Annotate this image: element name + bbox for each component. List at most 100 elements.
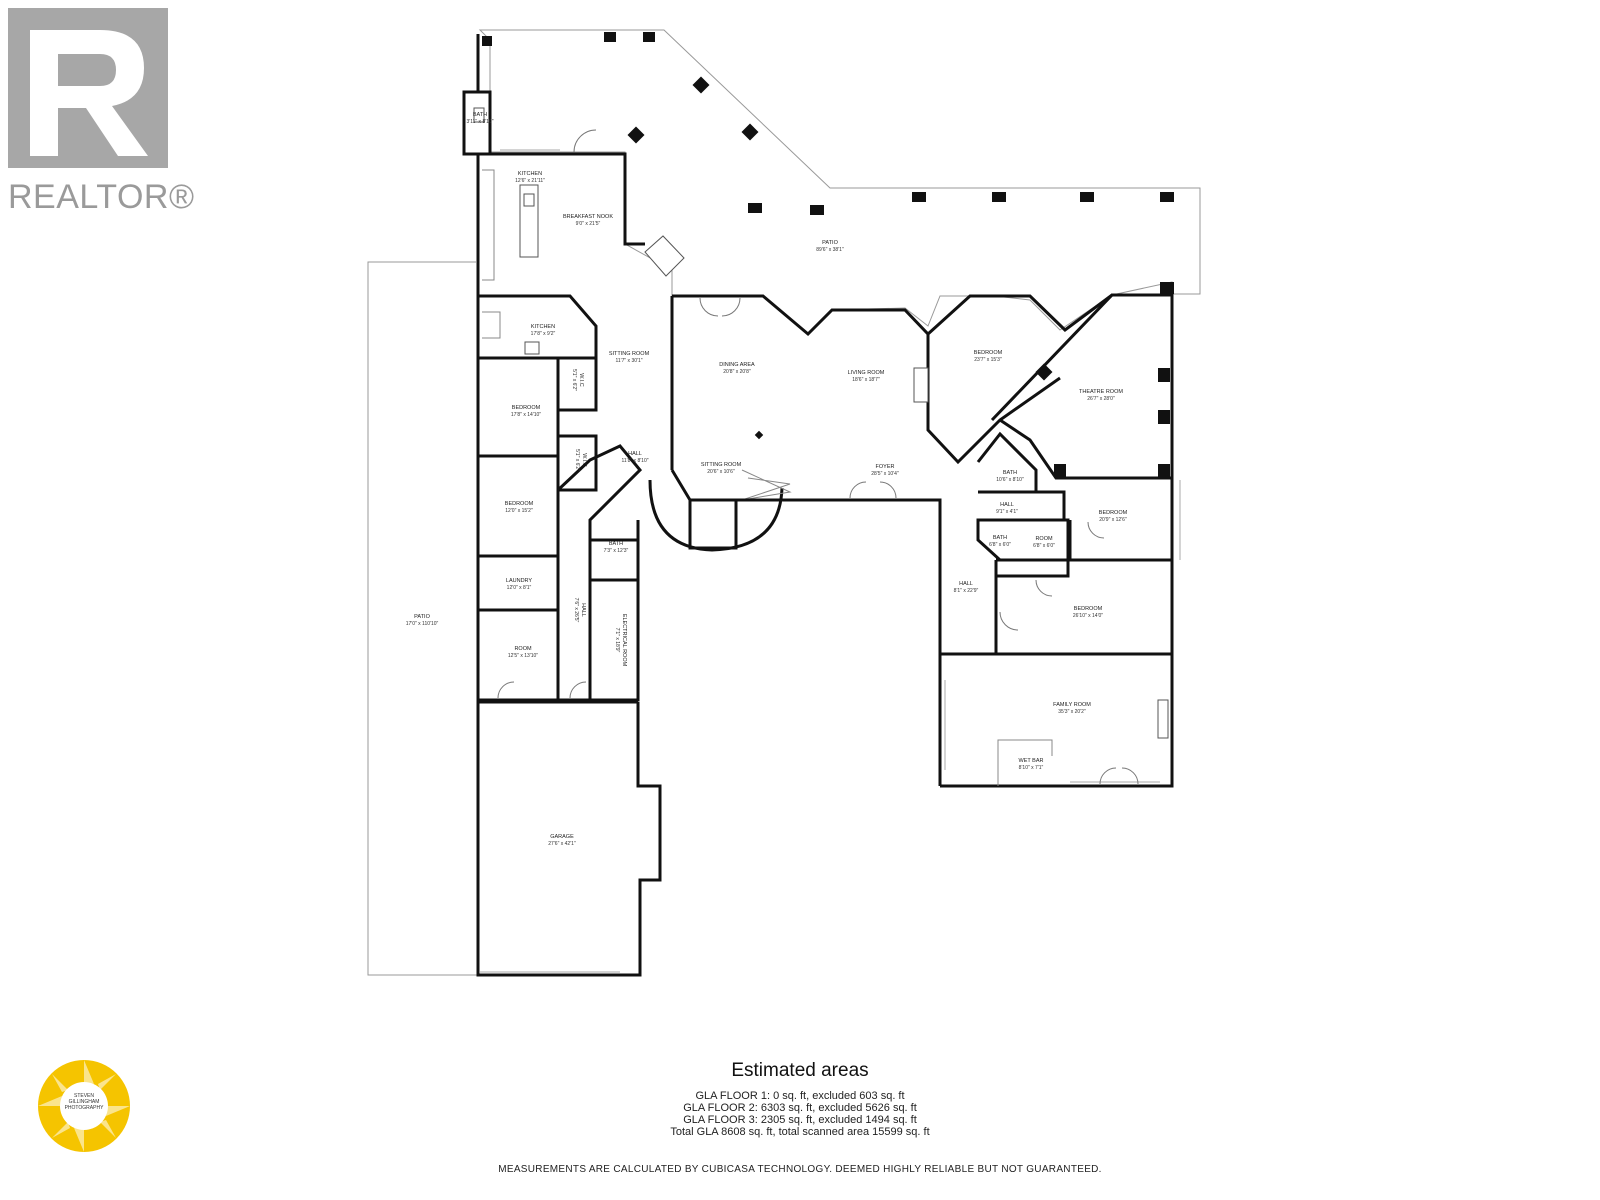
room-name: FOYER <box>876 464 895 470</box>
realtor-r-glyph <box>8 8 168 168</box>
wet-bar-counter <box>997 739 1053 786</box>
room-name: FAMILY ROOM <box>1053 702 1091 708</box>
room-name: PATIO <box>822 240 838 246</box>
room-dimension: 17'0" x 110'10" <box>406 621 439 627</box>
room-dimension: 18'6" x 18'7" <box>852 377 880 383</box>
room-dimension: 5'1" x 6'2" <box>571 369 577 391</box>
room-name: BEDROOM <box>512 405 541 411</box>
pillar <box>1035 363 1053 381</box>
room-dimension: 26'10" x 14'0" <box>1073 613 1103 619</box>
toilet-icon <box>473 107 485 123</box>
hall-e-walls <box>976 490 1066 562</box>
room-name: HALL <box>1000 502 1014 508</box>
pillar <box>741 123 759 141</box>
realtor-mark-icon <box>8 8 168 168</box>
pillar <box>1054 464 1066 478</box>
stove-icon <box>524 341 540 355</box>
room-name: W.I.C <box>578 373 584 386</box>
room-name: KITCHEN <box>518 171 542 177</box>
door-swing <box>1035 579 1053 597</box>
door-swing <box>999 611 1019 631</box>
room-dimension: 35'3" x 20'2" <box>1058 709 1086 715</box>
room-dimension: 7'3" x 12'3" <box>604 548 629 554</box>
door-swing <box>569 681 587 699</box>
room-name: DINING AREA <box>719 362 755 368</box>
fireplace-corner-icon <box>644 235 685 277</box>
room-name: BEDROOM <box>505 501 534 507</box>
stair-curve <box>648 479 784 552</box>
pillar <box>643 32 655 42</box>
pillar <box>1158 464 1170 478</box>
room-dimension: 11'8" x 8'10" <box>621 458 648 464</box>
room-dimension: 20'9" x 12'6" <box>1099 517 1127 523</box>
room-dimension: 9'0" x 21'5" <box>576 221 601 227</box>
room-dimension: 7'6" x 26'5" <box>573 598 579 623</box>
room-name: BATH <box>473 112 487 118</box>
room-name: BEDROOM <box>1099 510 1128 516</box>
area-line: GLA FLOOR 2: 6303 sq. ft, excluded 5626 … <box>683 1102 917 1114</box>
photographer-name: STEVEN GILLINGHAM PHOTOGRAPHY <box>64 1093 104 1111</box>
room-dimension: 20'8" x 20'8" <box>723 369 751 375</box>
doors <box>497 129 1139 785</box>
estimated-areas: Estimated areas GLA FLOOR 1: 0 sq. ft, e… <box>560 1060 1040 1138</box>
kitchen-top-north-wall <box>478 152 645 246</box>
area-line: GLA FLOOR 3: 2305 sq. ft, excluded 1494 … <box>683 1114 917 1126</box>
hall-w-east-wall <box>556 444 643 702</box>
kitchen-sink-icon <box>523 193 535 207</box>
pillar <box>1080 192 1094 202</box>
room-labels: BATH 3'11" x 8'10" KITCHEN 12'6" x 21'11… <box>406 112 1128 847</box>
room-dimension: 12'0" x 15'2" <box>505 508 533 514</box>
room-name: BATH <box>993 535 1007 541</box>
door-swing <box>1087 521 1105 539</box>
pillar <box>754 430 764 440</box>
area-line: GLA FLOOR 1: 0 sq. ft, excluded 603 sq. … <box>695 1090 905 1102</box>
room-name: ROOM <box>514 646 532 652</box>
pillar <box>1160 192 1174 202</box>
pillar <box>992 192 1006 202</box>
room-name: SITTING ROOM <box>609 351 650 357</box>
fireplace-family-icon <box>1157 699 1169 739</box>
room-name: HALL <box>959 581 973 587</box>
room-name: BEDROOM <box>974 350 1003 356</box>
bath-top-walls <box>464 90 492 156</box>
disclaimer: MEASUREMENTS ARE CALCULATED BY CUBICASA … <box>498 1164 1102 1175</box>
bath-mid-walls <box>590 538 640 582</box>
family-room-walls <box>940 652 1174 788</box>
door-swing <box>497 681 515 699</box>
pillar <box>1160 282 1174 294</box>
room-name: LIVING ROOM <box>848 370 885 376</box>
room-dimension: 28'5" x 10'4" <box>871 471 899 477</box>
room-dimension: 7'1" x 18'9" <box>614 628 620 653</box>
room-name: ELECTRICAL ROOM <box>621 614 627 667</box>
kitchen-west-cabinets <box>482 169 495 281</box>
room-dimension: 26'7" x 28'0" <box>1087 396 1115 402</box>
realtor-logo: REALTOR® <box>8 8 194 218</box>
pillar <box>692 76 710 94</box>
areas-title: Estimated areas <box>731 1060 869 1081</box>
realtor-wordmark: REALTOR® <box>8 178 195 216</box>
room-dimension: 12'6" x 21'11" <box>515 178 545 184</box>
windows <box>480 149 1181 973</box>
photographer-badge-icon <box>38 1060 130 1152</box>
room-dimension: 27'6" x 42'1" <box>548 841 576 847</box>
door-swing <box>1121 767 1139 785</box>
pillar <box>912 192 926 202</box>
room-dimension: 10'6" x 8'10" <box>996 477 1024 483</box>
door-swing <box>879 481 897 499</box>
room-dimension: 3'11" x 8'10" <box>466 119 493 125</box>
room-e-walls <box>994 518 1070 578</box>
pillar <box>604 32 616 42</box>
room-dimension: 5'1" x 6'2" <box>574 449 580 471</box>
pillar <box>748 203 762 213</box>
door-swing <box>721 297 741 317</box>
room-name: BEDROOM <box>1074 606 1103 612</box>
room-dimension: 12'5" x 13'10" <box>508 653 538 659</box>
patio-top-outline <box>478 29 1201 335</box>
door-swing <box>699 297 719 317</box>
room-name: W.I.C <box>581 453 587 466</box>
door-swing <box>849 481 867 499</box>
patio-west-outline <box>367 261 478 976</box>
room-name: LAUNDRY <box>506 578 533 584</box>
room-name: HALL <box>580 603 586 617</box>
